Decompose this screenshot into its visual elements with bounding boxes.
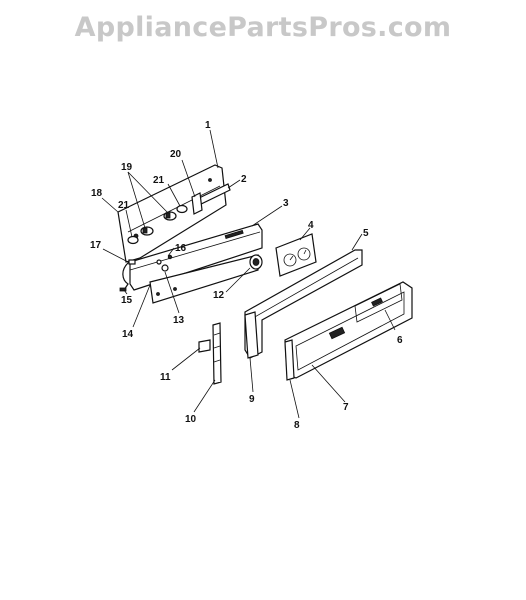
callout-10: 10 xyxy=(185,414,197,425)
callout-21-upper: 21 xyxy=(153,175,165,186)
callout-14: 14 xyxy=(122,329,134,340)
callout-20: 20 xyxy=(170,149,182,160)
callout-8: 8 xyxy=(294,420,300,431)
callout-5: 5 xyxy=(363,228,369,239)
part-4-clock xyxy=(275,233,317,277)
callout-1: 1 xyxy=(205,120,211,131)
part-12-knob xyxy=(249,254,263,270)
part-8-end-cap xyxy=(284,339,295,381)
callout-11: 11 xyxy=(160,372,171,383)
callout-16: 16 xyxy=(175,243,187,254)
callout-9: 9 xyxy=(249,394,255,405)
part-16-screw xyxy=(167,254,173,260)
callout-21-lower: 21 xyxy=(118,200,130,211)
part-17-terminal xyxy=(128,259,136,265)
part-20-lamp-holder xyxy=(191,192,203,215)
callout-19: 19 xyxy=(121,162,133,173)
part-10-vertical-strip xyxy=(212,322,222,385)
part-13-screw xyxy=(156,259,169,272)
callout-2: 2 xyxy=(241,174,247,185)
part-3-trim-panel xyxy=(129,223,263,291)
callout-17: 17 xyxy=(90,240,102,251)
part-15-wire-lead xyxy=(119,261,130,292)
part-14-front-strip xyxy=(149,254,259,304)
callout-15: 15 xyxy=(121,295,133,306)
part-6-overlay-glass xyxy=(354,283,403,323)
callout-13: 13 xyxy=(173,315,185,326)
callout-4: 4 xyxy=(308,220,314,231)
callout-12: 12 xyxy=(213,290,225,301)
part-21-clip xyxy=(127,204,188,245)
leader-lines xyxy=(101,129,396,419)
watermark-text: AppliancePartsPros.com xyxy=(74,12,452,43)
callout-18: 18 xyxy=(91,188,103,199)
part-11-clip xyxy=(198,339,211,353)
callout-3: 3 xyxy=(283,198,289,209)
callout-6: 6 xyxy=(397,335,403,346)
callout-7: 7 xyxy=(343,402,349,413)
part-9-end-cap xyxy=(244,311,259,359)
